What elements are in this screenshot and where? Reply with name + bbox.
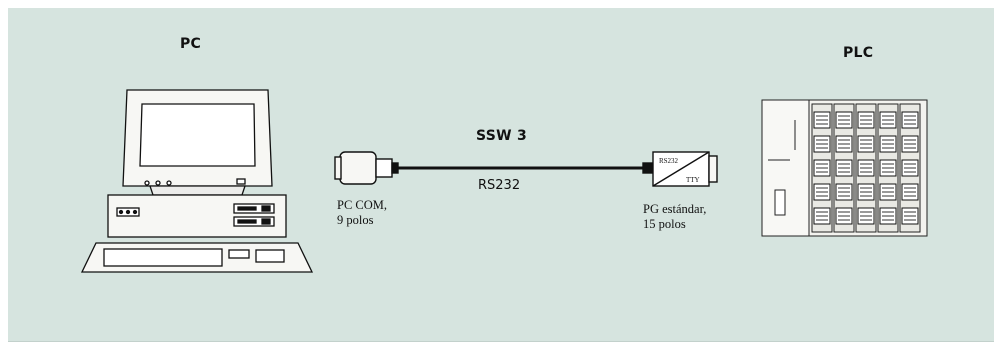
- pc-title: PC: [180, 36, 202, 52]
- converter-top-text: RS232: [659, 157, 679, 165]
- rs232-tty-converter-icon: [642, 151, 718, 187]
- converter-bottom-text: TTY: [686, 176, 700, 184]
- cable-title: SSW 3: [476, 128, 528, 144]
- plc-modules: [811, 103, 921, 233]
- plc-port-label: PG estándar, 15 polos: [643, 202, 707, 231]
- pc-computer-icon: [80, 89, 314, 273]
- plc-title: PLC: [843, 45, 874, 61]
- db9-connector-icon: [334, 151, 399, 185]
- cable-protocol-label: RS232: [478, 178, 521, 193]
- pc-port-label: PC COM, 9 polos: [337, 198, 388, 227]
